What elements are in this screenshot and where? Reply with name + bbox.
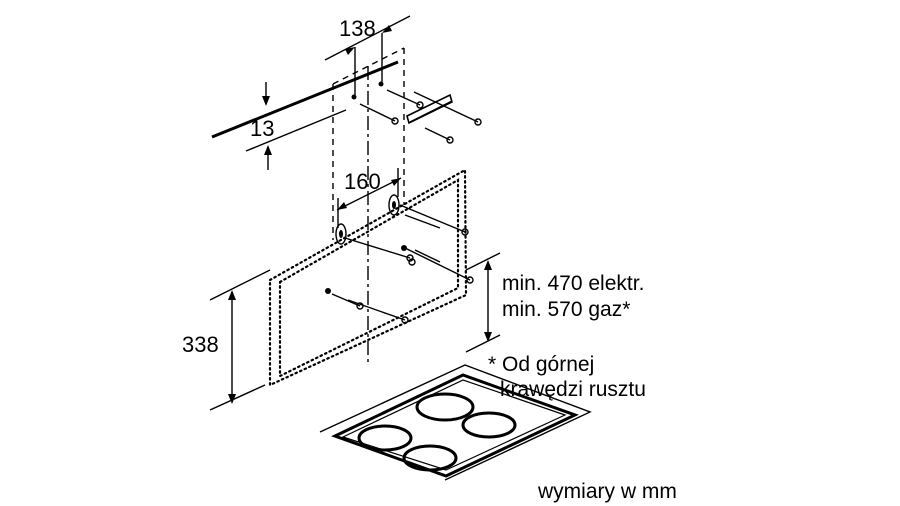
lower-screws: [325, 288, 409, 324]
middle-screws: [344, 204, 474, 284]
screw-icon: [391, 117, 399, 125]
chimney-outline: [332, 47, 405, 240]
hood-hooks: [335, 194, 400, 245]
screw-icon: [401, 316, 409, 324]
dim-338-label: 338: [182, 332, 219, 357]
burner-icon: [402, 444, 458, 472]
burner-icon: [357, 424, 413, 452]
upper-screws: [351, 81, 482, 144]
screw-icon: [461, 228, 469, 236]
screw-icon: [408, 258, 416, 266]
dim-338-group: 338: [182, 269, 271, 411]
burner-icon: [415, 392, 475, 422]
units-note: wymiary w mm: [537, 480, 677, 503]
ceiling-line: [211, 60, 399, 139]
screw-icon: [356, 302, 364, 310]
cooktop: [319, 364, 592, 481]
clearance-dim-group: [465, 252, 501, 353]
clearance-electric-label: min. 470 elektr.: [502, 272, 644, 295]
clearance-gas-label: min. 570 gaz*: [502, 298, 630, 321]
screw-icon: [406, 254, 414, 262]
screw-icon: [474, 118, 482, 126]
dim-160-group: 160: [336, 168, 402, 228]
footnote-line2: krawędzi rusztu: [500, 378, 646, 401]
screw-icon: [446, 136, 454, 144]
screw-icon: [466, 276, 474, 284]
footnote-line1: * Od górnej: [488, 353, 594, 376]
dim-138-label: 138: [339, 16, 376, 41]
hood-outline: [268, 168, 468, 387]
dim-13-label: 13: [250, 116, 274, 141]
screw-icon: [416, 101, 424, 109]
dim-160-label: 160: [344, 169, 381, 194]
dim-13-group: 13: [245, 82, 347, 170]
dim-138-group: 138: [324, 15, 411, 95]
burner-icon: [461, 411, 517, 439]
